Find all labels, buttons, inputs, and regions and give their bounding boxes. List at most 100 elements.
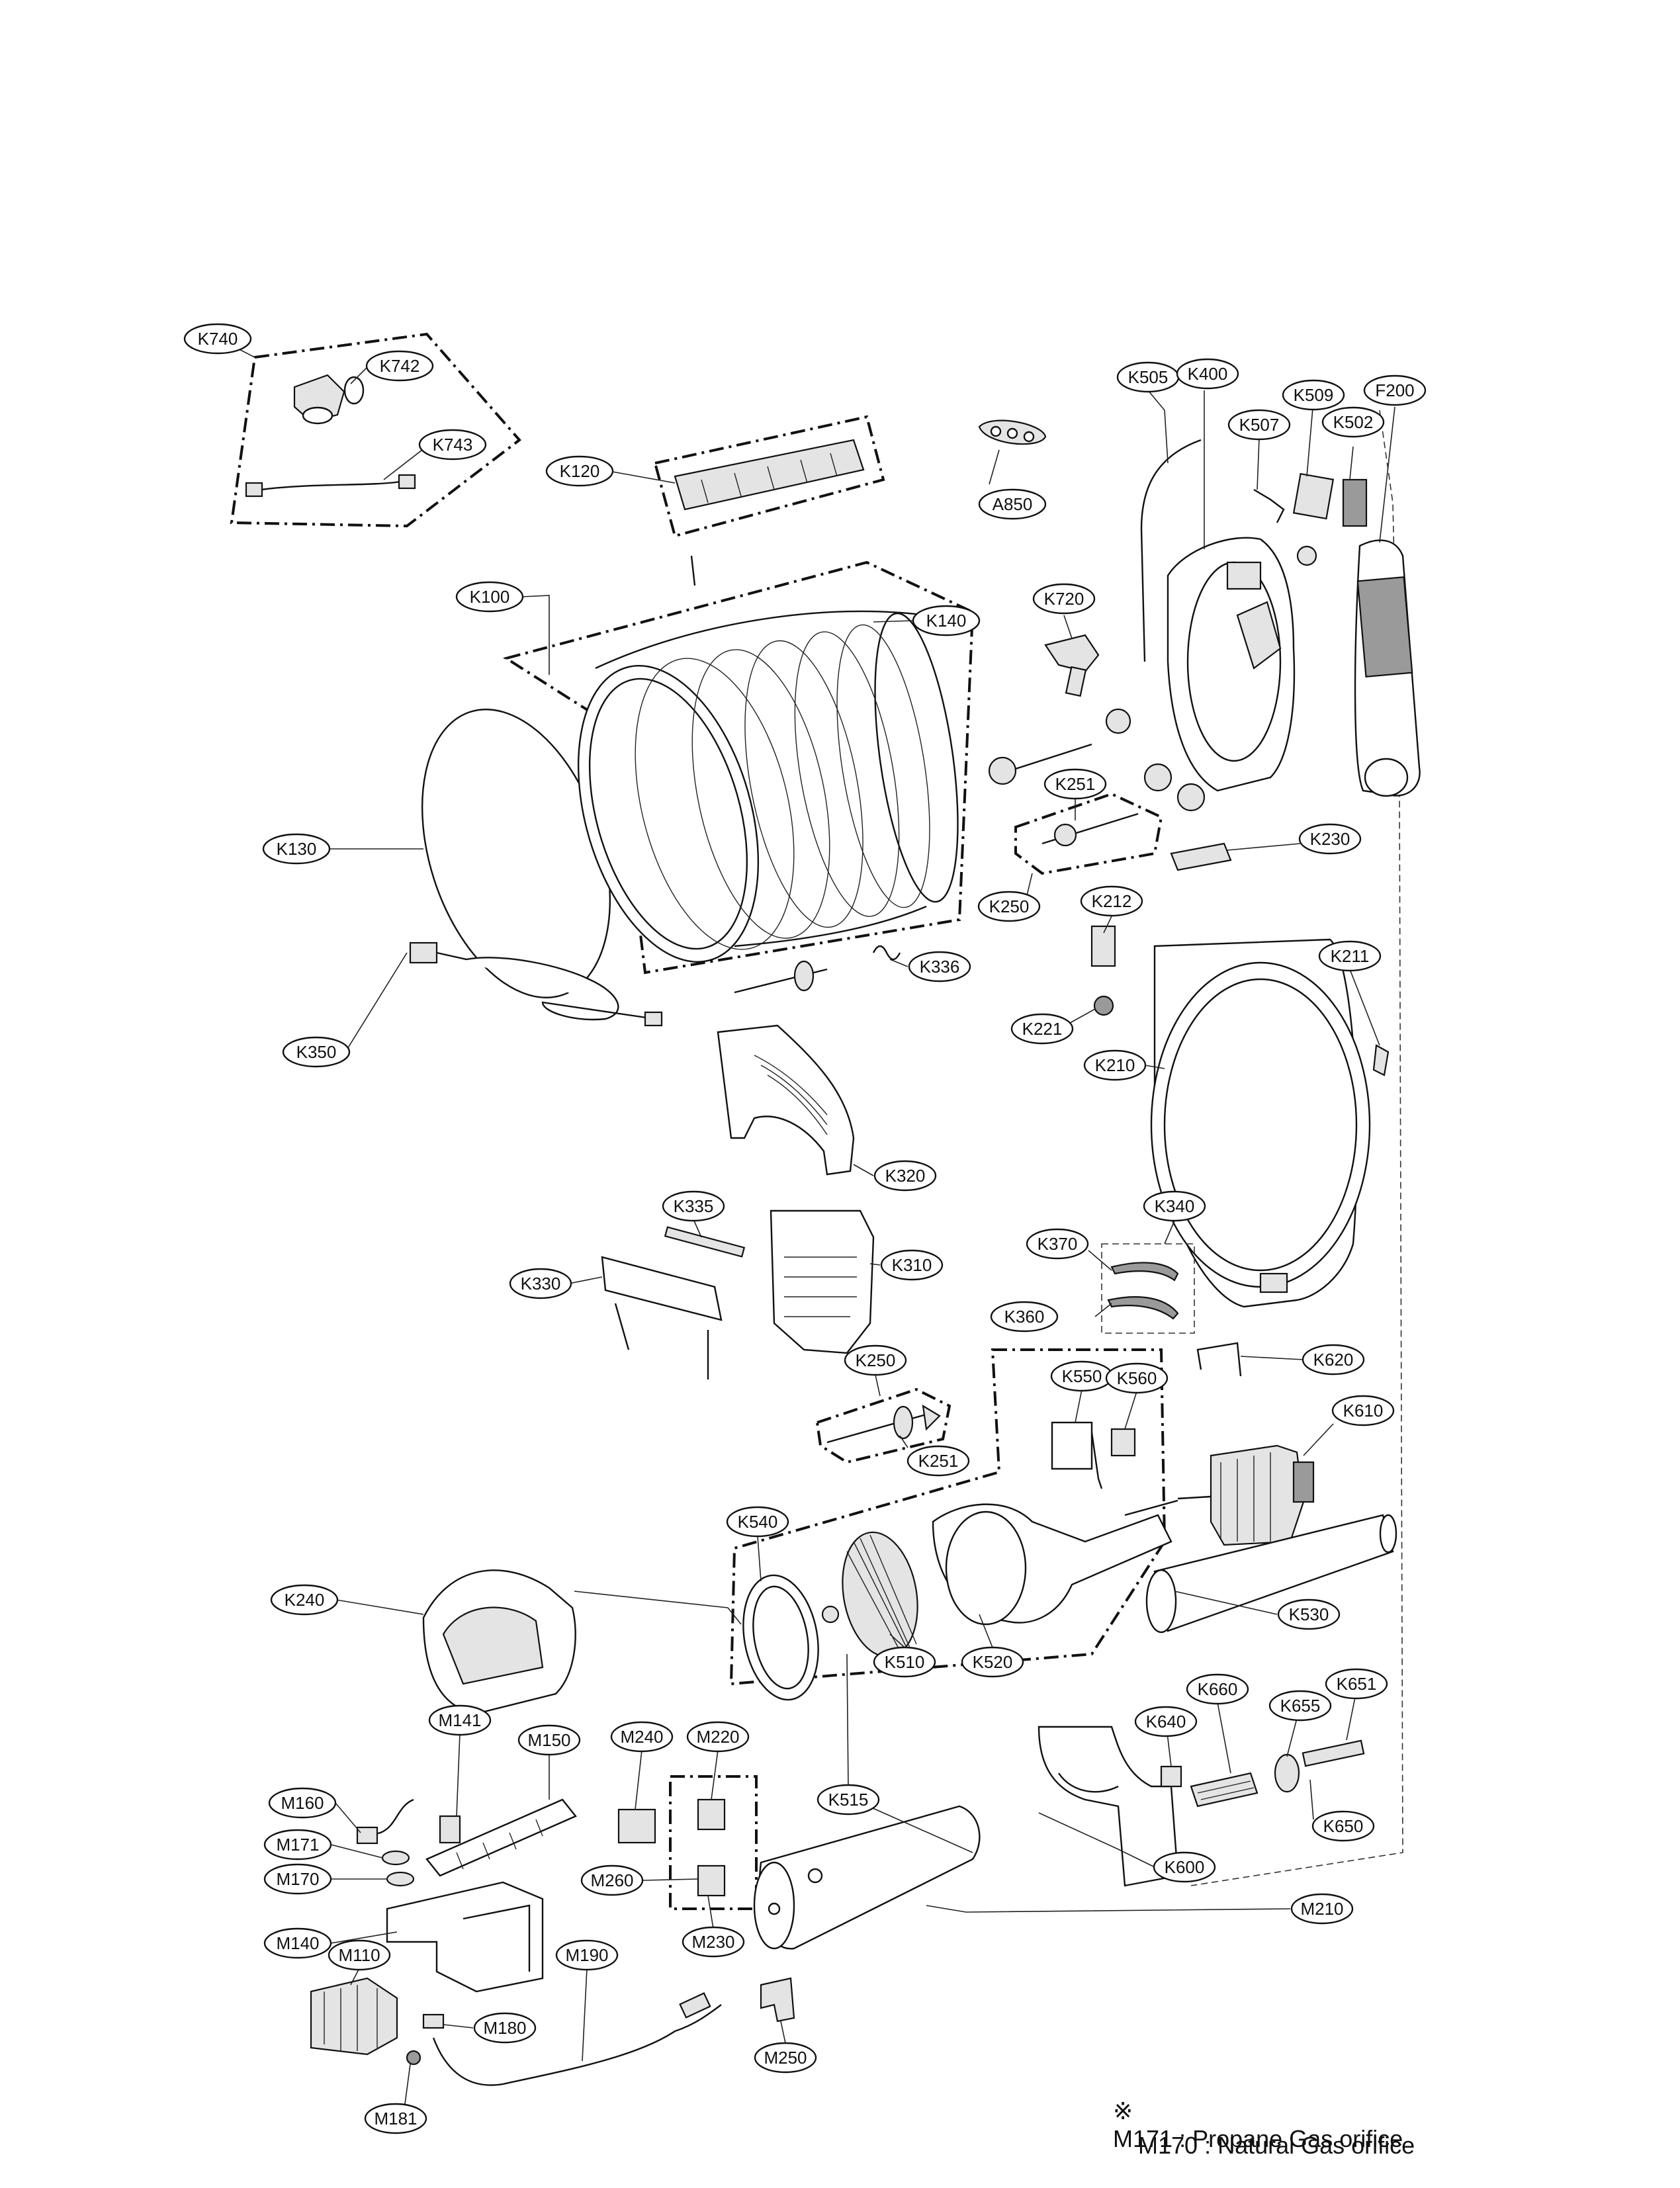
k400-bulkhead (1167, 537, 1296, 792)
outline-k250-lower (815, 1387, 951, 1464)
callout-k502: K502 (1321, 406, 1385, 438)
callout-k140: K140 (912, 605, 981, 636)
svg-text:K240: K240 (285, 1590, 325, 1610)
m210-tube (753, 1805, 981, 1950)
svg-text:K560: K560 (1117, 1368, 1157, 1388)
callout-k320: K320 (873, 1160, 937, 1192)
callout-k251-lower: K251 (906, 1445, 970, 1477)
k620-bracket (1196, 1342, 1242, 1377)
callout-m210: M210 (1290, 1893, 1354, 1925)
svg-text:K520: K520 (973, 1652, 1013, 1672)
svg-text:K620: K620 (1313, 1350, 1354, 1370)
callout-labels: K740 K742 K743 K120 A850 K505 K400 K509 … (183, 323, 1427, 2134)
callout-k336: K336 (908, 951, 971, 983)
svg-text:K720: K720 (1044, 589, 1084, 609)
k720-part (1044, 634, 1100, 697)
callout-k120: K120 (545, 455, 614, 487)
svg-text:K502: K502 (1333, 412, 1374, 432)
callout-k743: K743 (418, 429, 487, 460)
callout-m171: M171 (263, 1829, 332, 1860)
callout-k530: K530 (1277, 1598, 1341, 1630)
k120-lifter (674, 439, 865, 511)
svg-text:K742: K742 (380, 356, 420, 376)
callout-m190: M190 (555, 1939, 619, 1971)
callout-k212: K212 (1080, 885, 1143, 917)
k330-bracket (601, 1256, 723, 1379)
callout-m110: M110 (328, 1939, 391, 1971)
svg-text:K610: K610 (1343, 1401, 1384, 1421)
callout-k240: K240 (270, 1584, 339, 1616)
k336-shaft (734, 945, 901, 994)
k240-part (422, 1569, 576, 1715)
callout-k505: K505 (1116, 361, 1180, 393)
callout-k310: K310 (880, 1249, 944, 1281)
callout-k550: K550 (1050, 1360, 1114, 1392)
callout-k400: K400 (1176, 358, 1239, 390)
svg-text:K250: K250 (856, 1350, 896, 1370)
callout-f200: F200 (1363, 374, 1427, 406)
k212-part (1090, 925, 1116, 967)
k230-part (1170, 842, 1232, 871)
svg-text:M140: M140 (276, 1933, 319, 1953)
k251-upper-parts (988, 708, 1206, 847)
callout-m230: M230 (682, 1926, 745, 1958)
m110-valve (310, 1977, 398, 2056)
svg-text:K221: K221 (1022, 1019, 1063, 1039)
note-propane: M171 : Propane Gas orifice (1113, 2125, 1403, 2152)
svg-text:M150: M150 (527, 1730, 570, 1750)
svg-text:K540: K540 (738, 1512, 778, 1532)
svg-text:K507: K507 (1239, 415, 1280, 435)
svg-text:M260: M260 (590, 1870, 633, 1890)
svg-text:K210: K210 (1095, 1055, 1135, 1075)
svg-text:K515: K515 (828, 1790, 869, 1810)
svg-text:M160: M160 (281, 1793, 324, 1813)
svg-text:M180: M180 (483, 2018, 526, 2038)
callout-m160: M160 (268, 1787, 337, 1819)
callout-k600: K600 (1153, 1851, 1216, 1883)
callout-m240: M240 (610, 1721, 674, 1753)
gas-pipe (406, 1992, 722, 2086)
svg-text:K651: K651 (1337, 1674, 1377, 1694)
svg-text:K505: K505 (1128, 367, 1169, 387)
callout-m170: M170 (263, 1863, 332, 1895)
callout-m250: M250 (754, 2042, 817, 2074)
callout-m260: M260 (580, 1864, 644, 1896)
svg-text:K655: K655 (1280, 1696, 1321, 1716)
callout-k510: K510 (873, 1646, 936, 1678)
callout-k250-lower: K250 (844, 1344, 907, 1376)
k600-bracket-assembly (1038, 1726, 1365, 1887)
callout-k515: K515 (817, 1784, 880, 1816)
callout-a850: A850 (978, 488, 1047, 520)
svg-text:K650: K650 (1323, 1816, 1364, 1836)
svg-text:K509: K509 (1294, 385, 1334, 405)
m220-m230-sensors (697, 1798, 726, 1897)
svg-text:K251: K251 (1055, 774, 1096, 794)
callout-k509: K509 (1282, 379, 1345, 411)
callout-k335: K335 (662, 1190, 725, 1222)
svg-text:M220: M220 (696, 1727, 739, 1747)
callout-k640: K640 (1134, 1706, 1198, 1737)
callout-k210: K210 (1083, 1049, 1147, 1081)
callout-k340: K340 (1143, 1190, 1206, 1222)
svg-text:K250: K250 (989, 897, 1030, 916)
note-mark: ※ (1113, 2097, 1133, 2124)
svg-text:K400: K400 (1188, 364, 1228, 384)
k221-part (1093, 995, 1114, 1016)
svg-text:M250: M250 (764, 2048, 807, 2068)
m240-bracket (617, 1808, 656, 1844)
svg-text:K320: K320 (885, 1166, 926, 1186)
parts (245, 374, 1421, 2086)
callout-m150: M150 (517, 1724, 581, 1756)
burner-assembly (356, 1798, 577, 1993)
svg-text:M171: M171 (276, 1835, 319, 1855)
k350-harness (409, 941, 663, 1027)
k340-k360-parts (1101, 1243, 1195, 1334)
svg-text:K100: K100 (470, 587, 510, 607)
outline-k250-upper (1014, 792, 1163, 875)
k742-elbow (293, 374, 365, 425)
m250-bracket (760, 1977, 795, 2023)
callout-k720: K720 (1032, 583, 1096, 615)
f200-panel (1354, 539, 1421, 797)
svg-text:M170: M170 (276, 1869, 319, 1889)
